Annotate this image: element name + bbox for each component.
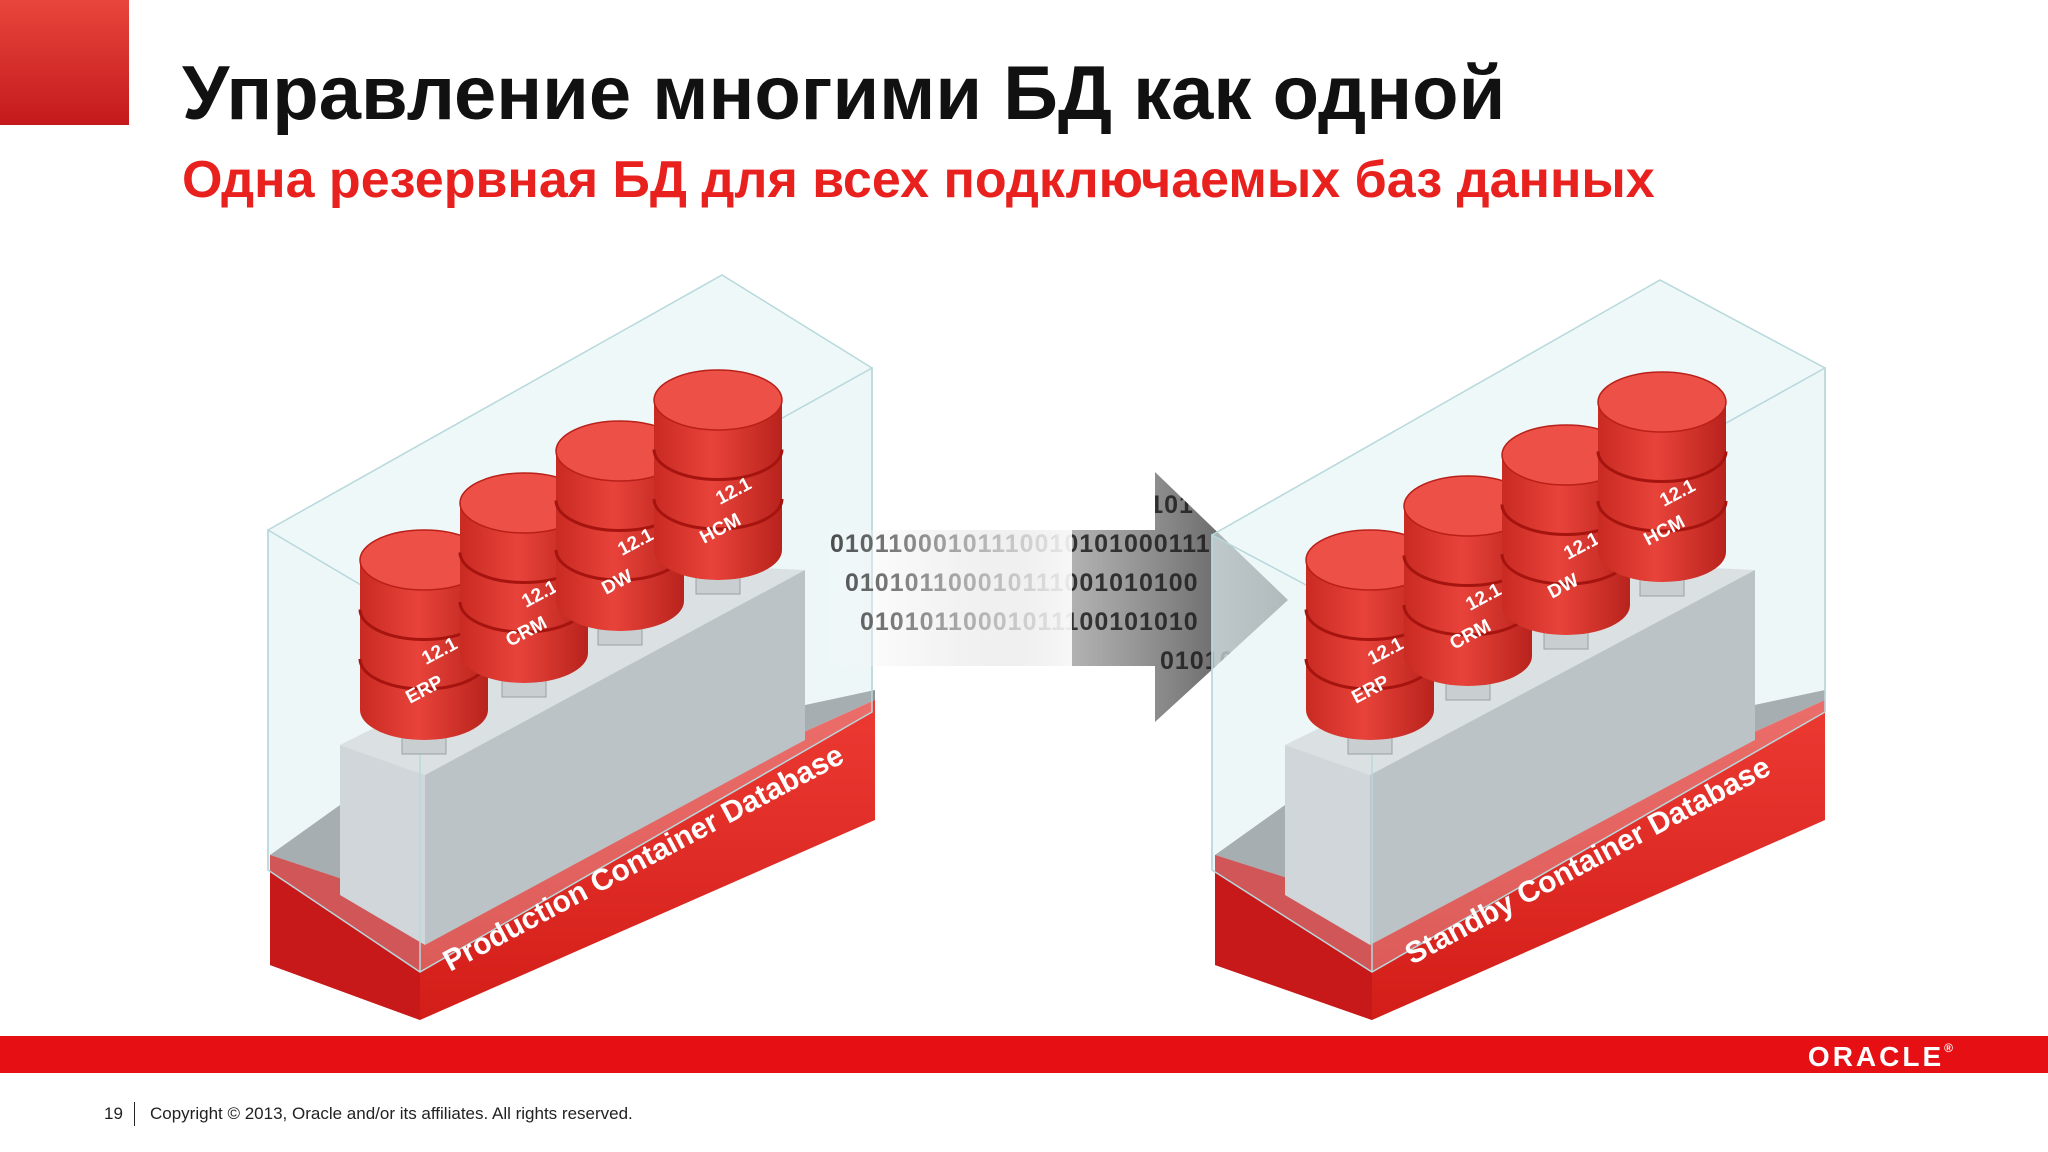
cylinder-body xyxy=(1306,560,1434,740)
cylinder-body xyxy=(360,560,488,740)
pdb-cylinder-dw: 12.1DW xyxy=(554,420,686,646)
cylinder-body xyxy=(1404,506,1532,686)
cylinder-band xyxy=(1596,451,1728,483)
cylinder-top xyxy=(653,369,783,431)
cylinder-body xyxy=(654,400,782,580)
page-title: Управление многими БД как одной xyxy=(182,51,1506,136)
cylinder-band xyxy=(652,449,784,481)
standby-container: Standby Container Database 12.1ERP12.1CR… xyxy=(1211,279,1826,1020)
production-container: Production Container Database 12.1ERP12.… xyxy=(267,274,875,1020)
footer-divider xyxy=(134,1102,135,1126)
footer-bar xyxy=(0,1036,2048,1073)
bit-row: 0101011000101110010101 xyxy=(900,491,1224,519)
brand-corner-block xyxy=(0,0,129,125)
rack-front xyxy=(1370,570,1755,945)
cylinder-body xyxy=(1598,402,1726,582)
cylinder-band xyxy=(1596,500,1728,533)
rack-side xyxy=(1285,745,1370,945)
cylinder-band xyxy=(652,498,784,531)
copyright-notice: Copyright © 2013, Oracle and/or its affi… xyxy=(150,1104,633,1123)
page-subtitle: Одна резервная БД для всех подключаемых … xyxy=(182,151,1655,209)
rack-front xyxy=(425,570,805,945)
rack-side xyxy=(340,745,425,945)
page-number: 19 xyxy=(104,1104,123,1123)
oracle-logo: ORACLE® xyxy=(1807,1041,1953,1072)
cylinder-top xyxy=(1597,371,1727,433)
cylinder-body xyxy=(556,451,684,631)
